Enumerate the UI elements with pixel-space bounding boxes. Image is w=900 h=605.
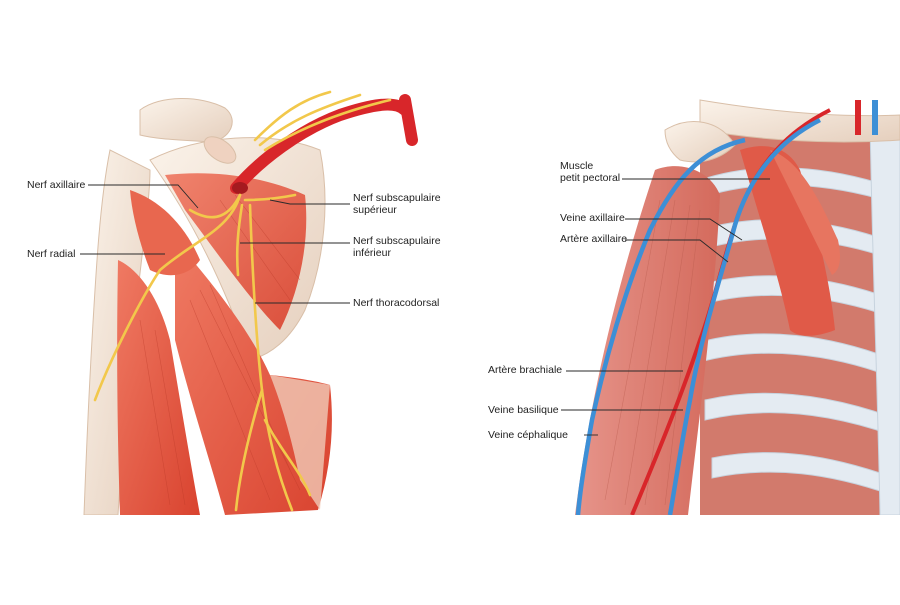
sternum bbox=[869, 119, 900, 515]
nerves bbox=[93, 90, 392, 512]
arm-muscle bbox=[117, 260, 200, 515]
label-artere-brachiale: Artère brachiale bbox=[488, 364, 563, 376]
subscapularis-muscle bbox=[165, 173, 307, 330]
label-veine-cephalique: Veine céphalique bbox=[488, 429, 568, 441]
artery-cut-end bbox=[232, 182, 248, 194]
label-line: supérieur bbox=[353, 204, 397, 216]
label-veine-basilique: Veine basilique bbox=[488, 404, 559, 416]
arm-fibers bbox=[604, 199, 701, 506]
leader-lines bbox=[80, 178, 770, 436]
clavicle bbox=[699, 99, 900, 143]
lat-tendon-flap bbox=[270, 375, 330, 510]
cephalic-vein bbox=[575, 137, 746, 515]
muscle-fibers bbox=[139, 194, 301, 506]
coracoid bbox=[203, 136, 237, 164]
label-nerf-subscapulaire-inferieur: Nerf subscapulaire inférieur bbox=[353, 235, 441, 259]
label-nerf-thoracodorsal: Nerf thoracodorsal bbox=[353, 297, 440, 309]
basilic-vein bbox=[667, 117, 822, 515]
label-line: petit pectoral bbox=[560, 172, 621, 184]
artery-branch bbox=[399, 94, 418, 146]
pectoralis-minor-muscle bbox=[740, 146, 835, 336]
right-chest-anterior-view bbox=[575, 99, 900, 515]
acromion bbox=[139, 98, 233, 143]
label-artere-axillaire: Artère axillaire bbox=[560, 233, 628, 245]
label-nerf-radial: Nerf radial bbox=[27, 248, 76, 260]
label-line: Nerf subscapulaire bbox=[353, 192, 441, 204]
label-line: Nerf subscapulaire bbox=[353, 235, 441, 247]
label-veine-axillaire: Veine axillaire bbox=[560, 212, 625, 224]
label-line: inférieur bbox=[353, 247, 391, 259]
label-line: Muscle bbox=[560, 160, 594, 172]
left-shoulder-posterior-view bbox=[83, 90, 418, 515]
label-nerf-subscapulaire-superieur: Nerf subscapulaire supérieur bbox=[353, 192, 441, 216]
label-muscle-petit-pectoral: Muscle petit pectoral bbox=[560, 160, 620, 184]
pectoralis-minor-slip bbox=[770, 150, 840, 275]
label-nerf-axillaire: Nerf axillaire bbox=[27, 179, 86, 191]
humerus-bone bbox=[83, 149, 151, 515]
